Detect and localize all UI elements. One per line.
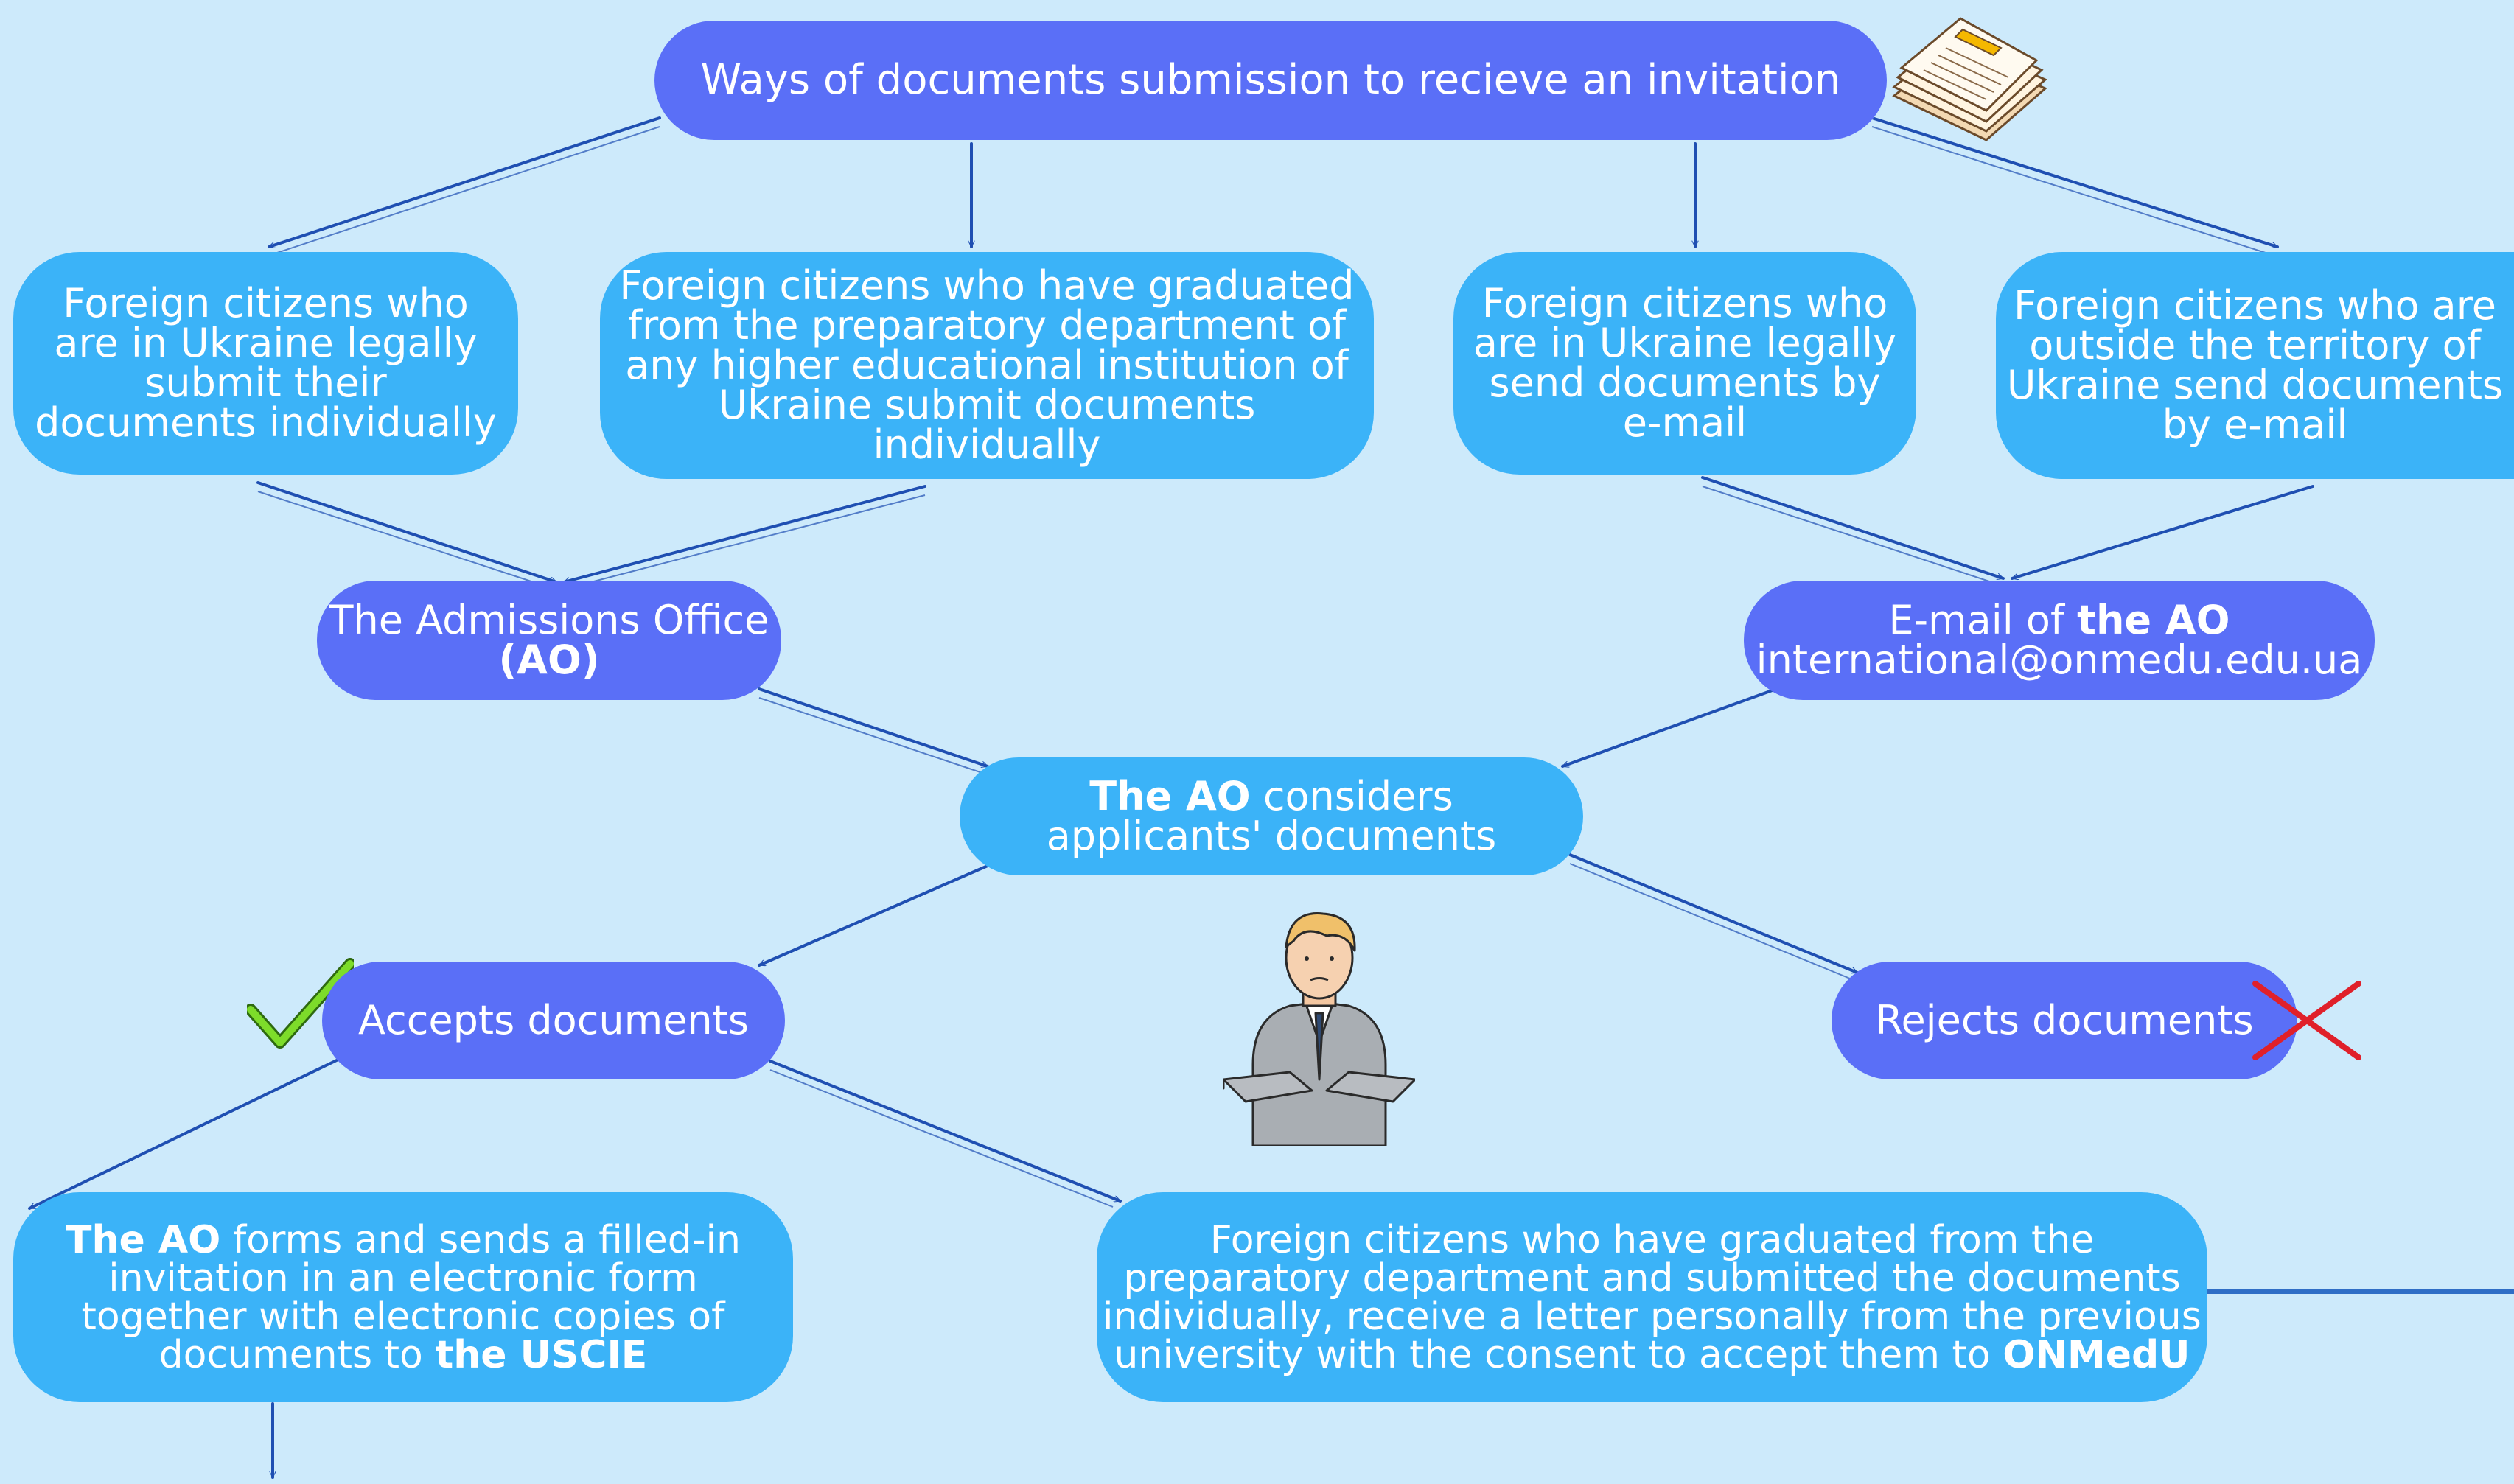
node-invitation: The AO forms and sends a filled-in invit… <box>13 1192 793 1402</box>
node-accepts-documents: Accepts documents <box>322 962 785 1079</box>
arrow-outside-to-ao-email <box>2011 485 2314 578</box>
arrow-ao-to-considers <box>758 687 989 766</box>
arrow-graduated-to-ao <box>562 485 926 582</box>
title-node: Ways of documents submission to recieve … <box>654 21 1887 140</box>
arrow-title-to-outside <box>1871 116 2279 247</box>
node-admissions-office: The Admissions Office (AO) <box>317 581 781 700</box>
arrow-considers-to-accepts <box>758 864 989 967</box>
cross-mark-icon <box>2252 981 2361 1060</box>
arrow-individual-to-ao <box>256 481 558 582</box>
arrow-ao-email-to-considers <box>1561 687 1778 768</box>
node-individual-in-ukraine: Foreign citizens who are in Ukraine lega… <box>13 252 518 475</box>
node-considers: The AO considers applicants' documents <box>960 757 1583 875</box>
arrow-considers-to-rejects <box>1568 853 1859 974</box>
arrow-accepts-to-invitation <box>28 1056 344 1210</box>
documents-stack-icon <box>1892 17 2047 141</box>
node-rejects-documents: Rejects documents <box>1832 962 2297 1079</box>
arrow-email-to-ao-email <box>1701 476 2005 578</box>
node-graduated-preparatory: Foreign citizens who have graduated from… <box>600 252 1374 479</box>
node-email-in-ukraine: Foreign citizens who are in Ukraine lega… <box>1453 252 1916 475</box>
arrow-title-to-individual <box>268 116 661 247</box>
node-letter: Foreign citizens who have graduated from… <box>1097 1192 2207 1402</box>
arrow-accepts-to-letter <box>769 1060 1122 1203</box>
check-mark-icon <box>247 958 354 1049</box>
page-title: Ways of documents submission to recieve … <box>700 56 1841 104</box>
node-ao-email: E-mail of the AO international@onmedu.ed… <box>1744 581 2375 700</box>
businessman-icon <box>1223 912 1415 1146</box>
ao-email-address: international@onmedu.edu.ua <box>1756 637 2363 683</box>
node-outside-ukraine: Foreign citizens who are outside the ter… <box>1996 252 2514 479</box>
